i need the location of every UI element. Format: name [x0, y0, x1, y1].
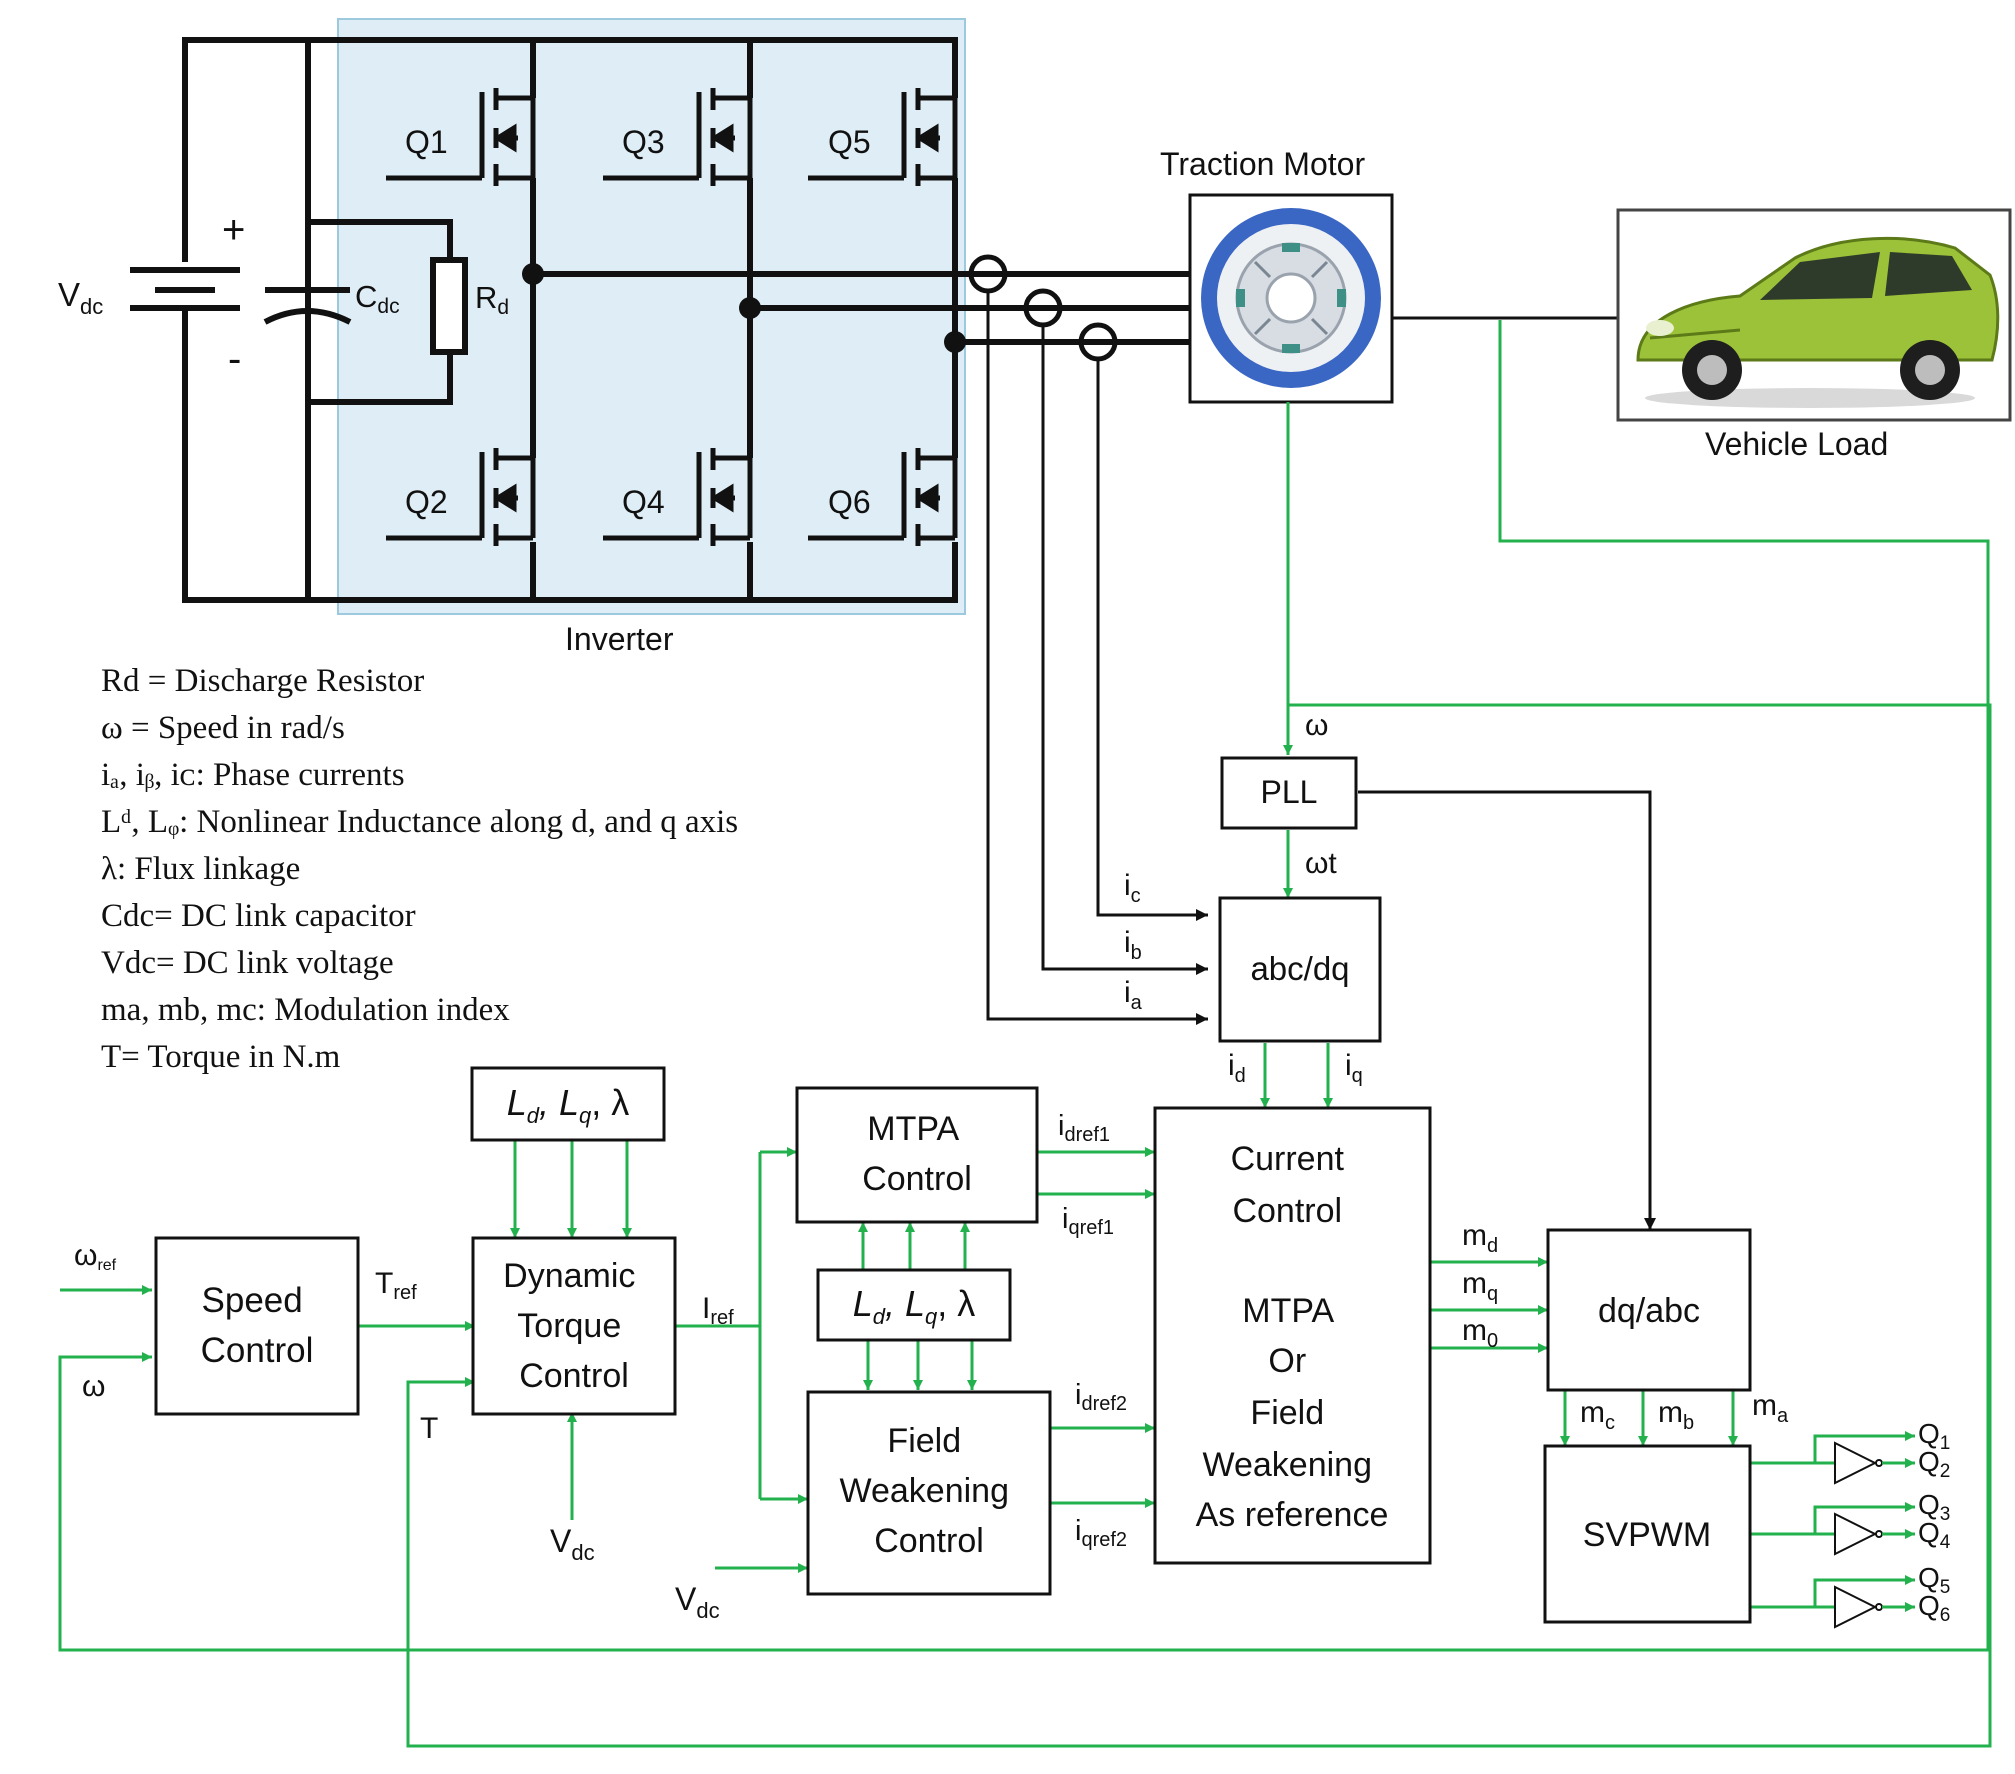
- car-icon: [1636, 236, 2000, 408]
- gate-output-label: Q6: [1918, 1590, 1950, 1626]
- ia-label: ia: [1124, 976, 1143, 1014]
- gate-buffer-icon: [1813, 1575, 1915, 1629]
- field-weakening-label: Field Weakening Control: [840, 1422, 1019, 1560]
- iqref2-label: iqref2: [1075, 1515, 1127, 1551]
- mb-label: mb: [1658, 1396, 1694, 1434]
- speed-control-label: Speed Control: [201, 1281, 314, 1370]
- m0-label: m0: [1462, 1314, 1498, 1352]
- ic-label: ic: [1124, 869, 1141, 907]
- params-label-fw: Ld, Lq, λ: [853, 1283, 976, 1329]
- battery-icon: [130, 267, 240, 311]
- legend-item: Vdc= DC link voltage: [101, 945, 394, 981]
- mq-label: mq: [1462, 1267, 1498, 1305]
- svpwm-block: [1543, 1444, 1752, 1624]
- abc-dq-label: abc/dq: [1250, 950, 1349, 987]
- vdc-label-fw: Vdc: [675, 1581, 720, 1623]
- params-box-torque: [470, 1066, 666, 1142]
- omega-label-speed: ω: [82, 1370, 105, 1403]
- legend-item: Cdc= DC link capacitor: [101, 898, 416, 934]
- switch-label: Q4: [622, 484, 665, 520]
- signal-lines: [58, 320, 1992, 1748]
- omega-label-pll: ω: [1305, 709, 1328, 742]
- gate-buffer-icon: [1813, 1431, 1915, 1485]
- abc-dq-block: [1218, 896, 1382, 1043]
- gate-buffer-icon: [1813, 1502, 1915, 1556]
- dq-abc-label: dq/abc: [1598, 1292, 1700, 1330]
- legend-item: iₐ, iᵦ, iᴄ: Phase currents: [101, 757, 405, 793]
- mosfet-icon: [603, 448, 753, 546]
- md-label: md: [1462, 1219, 1498, 1257]
- legend-item: λ: Flux linkage: [101, 851, 301, 887]
- speed-control-block: [154, 1236, 360, 1416]
- vdc-label-torque: Vdc: [550, 1523, 595, 1565]
- gate-output-label: Q3: [1918, 1489, 1950, 1525]
- motor-label: Traction Motor: [1160, 146, 1365, 182]
- omega-ref-label: ωref: [74, 1239, 117, 1274]
- mc-label: mc: [1580, 1396, 1615, 1434]
- legend-item: ω = Speed in rad/s: [101, 710, 345, 746]
- blocks: [154, 756, 1752, 1624]
- capacitor-icon: [263, 222, 352, 402]
- idref2-label: idref2: [1075, 1379, 1127, 1415]
- gate-output-label: Q5: [1918, 1562, 1950, 1598]
- resistor-label: Rd: [475, 280, 509, 319]
- motor-icon: [1201, 208, 1381, 388]
- field-weakening-control-block: [806, 1390, 1052, 1596]
- vehicle-label: Vehicle Load: [1705, 426, 1888, 462]
- current-control-block: [1153, 1106, 1432, 1565]
- pll-label: PLL: [1261, 774, 1318, 810]
- junction-dots: [522, 263, 966, 353]
- gate-output-label: Q4: [1918, 1517, 1951, 1553]
- dynamic-torque-control-block: [471, 1236, 677, 1416]
- legend-item: ma, mb, mc: Modulation index: [101, 992, 510, 1028]
- gate-output-label: Q2: [1918, 1446, 1950, 1482]
- gate-output-label: Q1: [1918, 1418, 1950, 1454]
- mtpa-label: MTPA Control: [862, 1110, 972, 1198]
- switch-label: Q2: [405, 484, 448, 520]
- svpwm-label: SVPWM: [1583, 1516, 1711, 1554]
- legend-item: Rd = Discharge Resistor: [101, 663, 425, 699]
- resistor-icon: [430, 257, 468, 355]
- switch-label: Q1: [405, 124, 448, 160]
- mosfet-icon: [808, 448, 958, 546]
- capacitor-label: Cdc: [355, 279, 400, 318]
- switch-label: Q3: [622, 124, 665, 160]
- mosfet-icon: [808, 88, 958, 186]
- iq-label: iq: [1345, 1049, 1363, 1087]
- ma-label: ma: [1752, 1389, 1789, 1427]
- mosfet-icon: [386, 88, 536, 186]
- legend: Rd = Discharge Resistor ω = Speed in rad…: [101, 658, 881, 1081]
- ib-label: ib: [1124, 926, 1142, 964]
- switch-label: Q6: [828, 484, 871, 520]
- dc-source-label: Vdc: [58, 276, 103, 319]
- iref-label: Iref: [702, 1292, 734, 1329]
- minus-sign: -: [228, 337, 241, 381]
- pll-block: [1220, 756, 1358, 830]
- phase-current-lines: [986, 291, 1656, 1230]
- legend-item: T= Torque in N.m: [101, 1039, 341, 1075]
- mosfet-icon: [603, 88, 753, 186]
- dynamic-torque-label: Dynamic Torque Control: [503, 1257, 645, 1395]
- mosfet-icon: [386, 448, 536, 546]
- dq-abc-block: [1546, 1228, 1752, 1392]
- current-control-label: Current Control MTPA Or Field Weakening …: [1196, 1140, 1389, 1534]
- params-label-torque: Ld, Lq, λ: [507, 1082, 630, 1128]
- id-label: id: [1228, 1049, 1246, 1087]
- plus-sign: +: [222, 208, 245, 252]
- switch-label: Q5: [828, 124, 871, 160]
- idref1-label: idref1: [1058, 1110, 1110, 1146]
- inverter-title: Inverter: [565, 621, 674, 657]
- tref-label: Tref: [375, 1267, 417, 1304]
- iqref1-label: iqref1: [1062, 1203, 1114, 1239]
- legend-item: Lᵈ, Lᵩ: Nonlinear Inductance along d, an…: [101, 804, 739, 840]
- t-label: T: [420, 1412, 438, 1445]
- omega-t-label: ωt: [1305, 847, 1337, 880]
- params-box-fw: [816, 1268, 1012, 1342]
- mtpa-control-block: [795, 1086, 1039, 1224]
